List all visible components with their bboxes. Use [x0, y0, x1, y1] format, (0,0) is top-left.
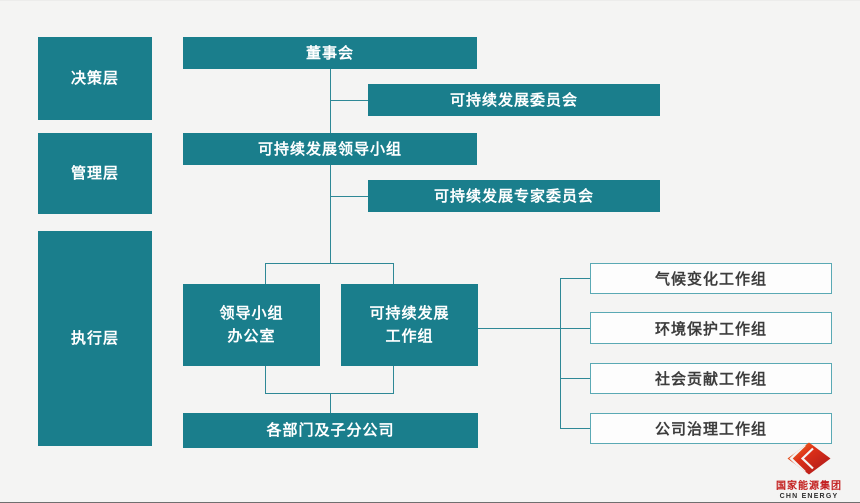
connector-working-group-right — [478, 328, 590, 329]
chn-energy-logo-name-cn: 国家能源集团 — [776, 481, 842, 492]
connector-stub-governance — [560, 428, 590, 429]
node-sd-expert-committee: 可持续发展专家委员会 — [368, 180, 660, 212]
node-work-group-governance-label: 公司治理工作组 — [654, 421, 767, 438]
node-sd-working-group-line1: 可持续发展 — [369, 305, 450, 322]
connector-bracket-left-drop — [265, 263, 266, 284]
node-leading-group-office: 领导小组 办公室 — [183, 284, 320, 366]
node-board-of-directors-label: 董事会 — [305, 44, 354, 62]
connector-office-down — [265, 366, 266, 393]
connector-bottom-bracket — [265, 393, 394, 394]
connector-branch-to-expert-committee — [330, 196, 368, 197]
node-work-group-climate-label: 气候变化工作组 — [654, 271, 767, 288]
chn-energy-logo-name-en: CHN ENERGY — [779, 493, 839, 500]
connector-working-group-down — [393, 366, 394, 393]
node-work-group-governance: 公司治理工作组 — [590, 413, 832, 444]
node-work-group-social: 社会贡献工作组 — [590, 363, 832, 394]
layer-badge-execution-label: 执行层 — [70, 330, 119, 347]
connector-branch-to-sd-committee — [330, 100, 368, 101]
connector-leading-group-down — [330, 165, 331, 263]
connector-top-bracket — [265, 263, 394, 264]
layer-badge-decision: 决策层 — [38, 37, 152, 120]
node-sd-working-group: 可持续发展 工作组 — [341, 284, 478, 366]
chn-energy-logo: 国家能源集团 CHN ENERGY — [772, 442, 846, 500]
connector-to-departments — [330, 393, 331, 413]
node-leading-group-office-line1: 领导小组 — [219, 305, 284, 322]
node-sd-working-group-line2: 工作组 — [385, 328, 434, 345]
node-sd-committee-label: 可持续发展委员会 — [449, 91, 578, 109]
layer-badge-execution: 执行层 — [38, 231, 152, 446]
node-departments-subsidiaries: 各部门及子分公司 — [183, 413, 478, 448]
connector-work-groups-spine — [560, 278, 561, 429]
connector-stub-climate — [560, 278, 590, 279]
node-work-group-climate: 气候变化工作组 — [590, 263, 832, 294]
layer-badge-management-label: 管理层 — [70, 165, 119, 182]
node-sd-leading-group: 可持续发展领导小组 — [183, 133, 477, 165]
node-work-group-environment: 环境保护工作组 — [590, 312, 832, 344]
connector-board-to-leading-group — [330, 69, 331, 133]
node-sd-leading-group-label: 可持续发展领导小组 — [257, 140, 402, 158]
chn-energy-logo-icon — [787, 442, 831, 475]
node-departments-subsidiaries-label: 各部门及子分公司 — [266, 422, 395, 439]
node-work-group-social-label: 社会贡献工作组 — [654, 371, 767, 388]
node-leading-group-office-label: 领导小组 办公室 — [219, 302, 283, 348]
connector-bracket-right-drop — [393, 263, 394, 284]
layer-badge-decision-label: 决策层 — [70, 70, 119, 87]
node-sd-working-group-label: 可持续发展 工作组 — [369, 302, 449, 348]
layer-badge-management: 管理层 — [38, 133, 152, 214]
node-sd-committee: 可持续发展委员会 — [368, 84, 660, 116]
node-work-group-environment-label: 环境保护工作组 — [654, 320, 767, 338]
connector-stub-social — [560, 378, 590, 379]
node-board-of-directors: 董事会 — [183, 37, 477, 69]
node-leading-group-office-line2: 办公室 — [227, 328, 276, 345]
node-sd-expert-committee-label: 可持续发展专家委员会 — [433, 187, 594, 205]
